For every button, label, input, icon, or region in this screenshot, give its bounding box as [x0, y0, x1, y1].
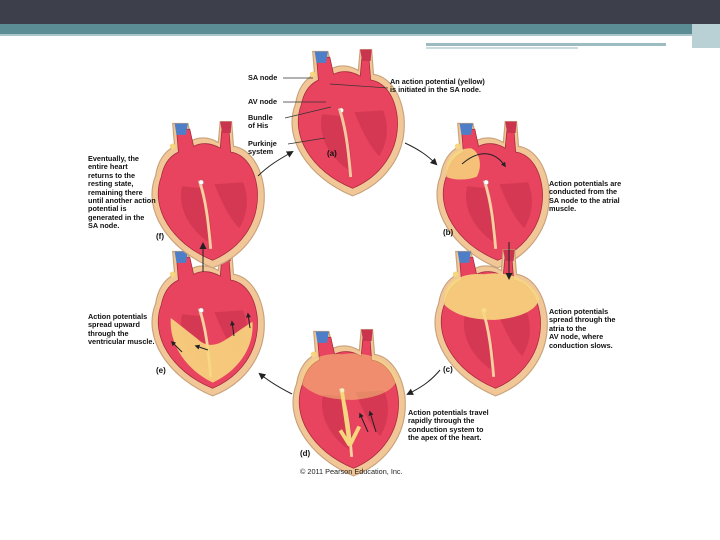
label-sa-node: SA node	[248, 73, 278, 82]
decorative-line	[426, 43, 666, 46]
step-text-d: Action potentials travel rapidly through…	[408, 408, 489, 443]
step-text-f: Eventually, the entire heart returns to …	[88, 154, 156, 231]
step-letter-e: (e)	[156, 366, 166, 375]
title-bar-accent	[0, 24, 720, 34]
decorative-line	[426, 47, 578, 49]
step-letter-a: (a)	[327, 149, 337, 158]
step-letter-b: (b)	[443, 228, 454, 237]
step-letter-d: (d)	[300, 449, 311, 458]
label-bundle-of-his: Bundle of His	[248, 113, 273, 131]
step-text-c: Action potentials spread through the atr…	[549, 307, 616, 350]
step-text-e: Action potentials spread upward through …	[88, 312, 155, 347]
step-letter-f: (f)	[156, 232, 164, 241]
step-text-a: An action potential (yellow) is initiate…	[390, 77, 485, 95]
corner-decoration	[692, 24, 720, 48]
heart-d	[291, 328, 407, 478]
heart-b	[435, 120, 551, 270]
label-av-node: AV node	[248, 97, 278, 106]
heart-c	[433, 248, 549, 398]
heart-a	[290, 48, 406, 198]
copyright-notice: © 2011 Pearson Education, Inc.	[300, 467, 403, 476]
label-purkinje-system: Purkinje system	[248, 139, 277, 157]
title-bar-accent-thin	[0, 34, 720, 36]
heart-e	[150, 248, 266, 398]
step-text-b: Action potentials are conducted from the…	[549, 179, 622, 214]
title-bar	[0, 0, 720, 24]
step-letter-c: (c)	[443, 365, 453, 374]
